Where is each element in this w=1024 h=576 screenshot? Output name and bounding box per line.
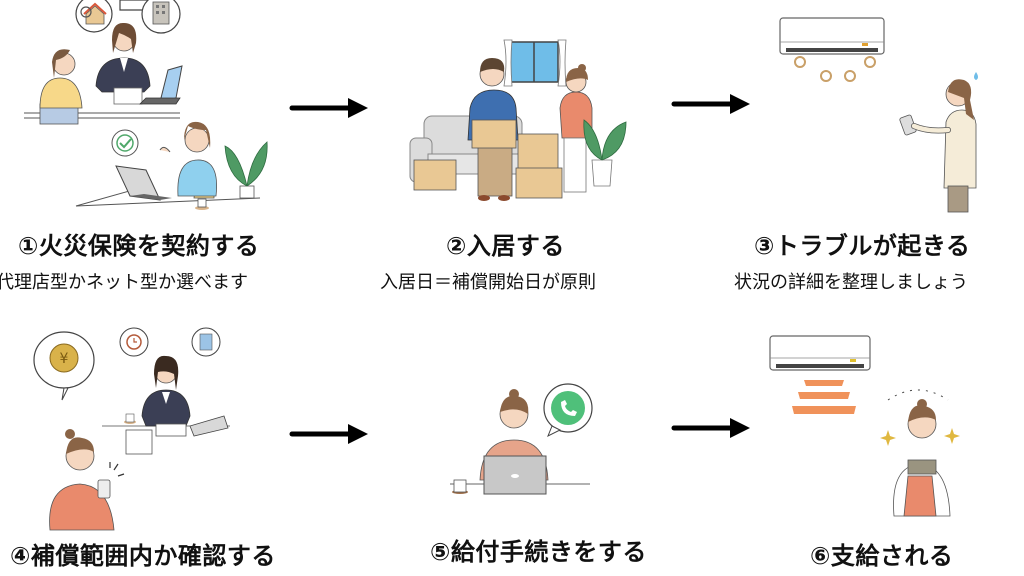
agent-on-phone-figure: [102, 355, 230, 455]
step-6-illustration: [769, 335, 960, 517]
clock-bubble-icon: [119, 327, 149, 357]
step-6-title: ⑥支給される: [810, 542, 954, 570]
step-4-illustration: ¥: [33, 327, 230, 531]
laptop-icon: [139, 65, 183, 105]
step-3-subtitle: 状況の詳細を整理しましょう: [734, 272, 968, 293]
step-2-illustration: [409, 39, 627, 201]
dust-swirl-icons: [794, 56, 876, 82]
plant-icon: [583, 119, 627, 187]
step-4-title: ④補償範囲内か確認する: [10, 542, 276, 570]
step-2-subtitle: 入居日＝補償開始日が原則: [380, 272, 596, 293]
yen-coin-bubble-icon: ¥: [33, 331, 95, 401]
step-5-illustration: [450, 383, 593, 495]
moving-boxes-icon: [413, 133, 563, 199]
step-3-illustration: [779, 17, 978, 213]
woman-with-laptop-figure: [159, 121, 217, 199]
house-search-bubble-icon: [75, 0, 113, 33]
whatsapp-chat-bubble-icon: [543, 383, 593, 438]
building-bubble-icon: [141, 0, 181, 34]
arrow-4-to-5: [289, 424, 368, 444]
step-1-illustration: [24, 0, 268, 210]
coffee-cup-icon: [452, 479, 468, 494]
man-carrying-box-figure: [467, 58, 519, 201]
step-3-title: ③トラブルが起きる: [754, 232, 971, 260]
calculator-bubble-icon: [191, 327, 221, 357]
warm-air-waves-icon: [792, 380, 856, 414]
svg-text:¥: ¥: [60, 351, 69, 367]
step-2-title: ②入居する: [446, 232, 565, 260]
arrow-2-to-3: [671, 94, 750, 114]
laptop-icon: [115, 165, 172, 201]
step-5-title: ⑤給付手続きをする: [430, 538, 647, 566]
coffee-cup-icon: [195, 198, 209, 210]
step-1-subtitle: 代理店型かネット型か選べます: [0, 272, 248, 293]
sweat-drop-icon: [974, 72, 978, 80]
step-1-title: ①火災保険を契約する: [18, 232, 260, 260]
plant-icon: [224, 141, 268, 199]
customer-figure: [39, 49, 83, 125]
air-conditioner-icon: [779, 17, 885, 55]
woman-with-remote-figure: [899, 79, 977, 213]
arrow-1-to-2: [289, 98, 368, 118]
sparkle-icons: [880, 428, 960, 446]
air-conditioner-icon: [769, 335, 871, 371]
agent-figure: [95, 22, 151, 105]
laptop-icon: [483, 455, 547, 495]
window-icon: [503, 39, 567, 87]
woman-with-keys-figure: [559, 64, 593, 193]
arrow-5-to-6: [671, 418, 750, 438]
happy-woman-with-money-figure: [893, 399, 951, 517]
woman-with-phone-figure: [49, 429, 125, 531]
check-bubble-icon: [111, 129, 139, 157]
